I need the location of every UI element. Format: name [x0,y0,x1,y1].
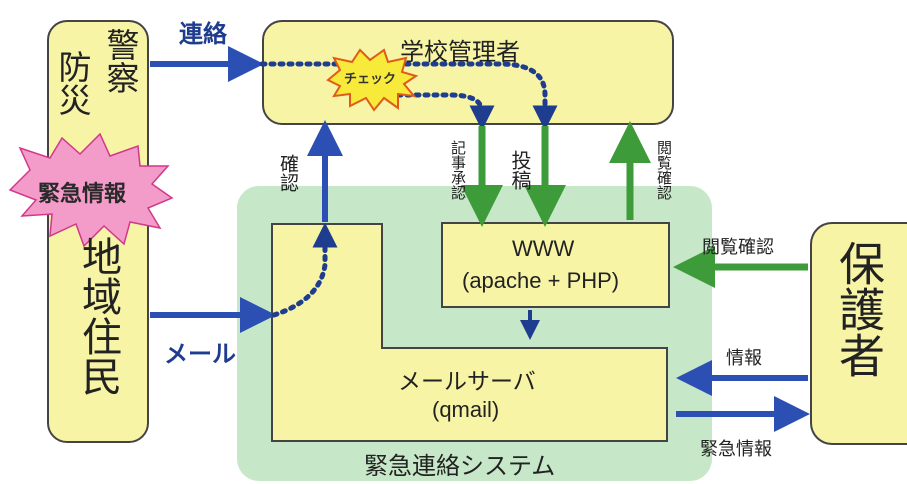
mail-label: メール [164,340,236,368]
police-label: 警察 [101,28,140,94]
guardian-title: 保護者 [832,240,886,378]
post-label: 投稿 [508,150,532,190]
article-approval-label: 記事承認 [449,140,467,200]
emergency-info-label: 緊急情報 [700,439,772,460]
check-burst-shape [326,48,419,112]
info-label: 情報 [726,348,762,369]
disaster-label: 防災 [53,50,92,116]
school-admin-title: 学校管理者 [400,38,520,66]
school-admin-box [262,20,674,125]
view-confirm-vertical-label: 閲覧確認 [655,140,673,200]
www-subtitle: (apache + PHP) [462,268,620,293]
confirm-label: 確認 [277,154,299,192]
www-title: WWW [512,236,575,261]
guardian-box [810,222,907,445]
view-confirm-label: 閲覧確認 [702,237,774,258]
residents-label: 地域住民 [75,236,121,396]
dotted-flow-check [377,92,495,131]
contact-label: 連絡 [179,20,227,48]
check-burst-label: チェック [344,72,397,87]
dotted-flow-top [259,61,558,131]
mail-server-subtitle: (qmail) [432,397,500,422]
dotted-flow-mail [271,222,338,318]
emergency-burst-label: 緊急情報 [38,182,127,207]
system-title: 緊急連絡システム [364,452,556,480]
mail-server-title: メールサーバ [398,369,536,395]
emergency-burst-shape [8,132,174,248]
